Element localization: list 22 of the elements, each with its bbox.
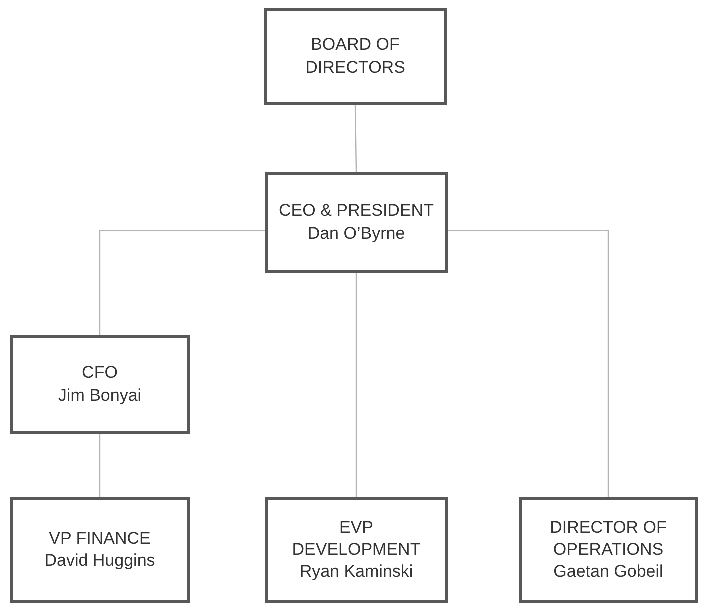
person-name: Dan O’Byrne: [308, 222, 406, 244]
org-box: [265, 172, 448, 273]
org-box: [10, 335, 190, 434]
org-box: [10, 497, 190, 603]
person-name: David Huggins: [44, 550, 156, 572]
role-title: BOARD OF DIRECTORS: [304, 34, 406, 78]
connector-line: [354, 105, 358, 172]
connector-line: [356, 273, 358, 497]
org-box: [265, 497, 448, 603]
role-title: VP FINANCE: [49, 528, 151, 550]
role-title: DIRECTOR OF OPERATIONS: [549, 516, 668, 561]
org-box: [519, 497, 698, 603]
role-title: CFO: [82, 362, 118, 384]
connector-line: [448, 230, 610, 497]
person-name: Ryan Kaminski: [300, 561, 414, 584]
role-title: CEO & PRESIDENT: [279, 200, 434, 222]
role-title: EVP DEVELOPMENT: [291, 516, 422, 561]
connector-line: [99, 434, 101, 497]
person-name: Jim Bonyai: [58, 384, 142, 406]
org-box: [264, 8, 447, 105]
person-name: Gaetan Gobeil: [554, 561, 664, 584]
connector-line: [99, 230, 265, 335]
